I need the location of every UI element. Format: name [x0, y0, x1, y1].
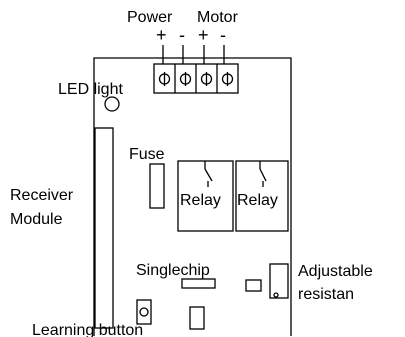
motor-label: Motor	[197, 9, 239, 26]
resistan-label: resistan	[298, 286, 354, 303]
led-light-label: LED light	[58, 81, 123, 98]
singlechip	[181, 278, 216, 289]
fuse	[149, 163, 165, 209]
relay-2	[235, 160, 289, 232]
power-minus-sign: -	[179, 25, 185, 45]
bottom-component	[189, 306, 205, 330]
relay-1	[177, 160, 234, 232]
motor-plus-sign: +	[198, 25, 209, 45]
terminal-block	[153, 63, 239, 94]
adjustable-label: Adjustable	[298, 263, 373, 280]
receiver-module	[94, 127, 114, 329]
led-light	[104, 96, 120, 112]
relay-1-label: Relay	[180, 192, 221, 209]
adjustable-resistor	[269, 263, 289, 299]
small-component	[245, 279, 262, 292]
power-plus-sign: +	[156, 25, 167, 45]
singlechip-label: Singlechip	[136, 262, 210, 279]
relay-2-label: Relay	[237, 192, 278, 209]
module-label: Module	[10, 211, 63, 228]
learning-button	[136, 299, 152, 325]
fuse-label: Fuse	[129, 146, 165, 163]
learning-button-label: Learning button	[32, 322, 143, 337]
power-label: Power	[127, 9, 173, 26]
motor-minus-sign: -	[220, 25, 226, 45]
circuit-board-outline	[93, 57, 292, 336]
receiver-label: Receiver	[10, 187, 74, 204]
